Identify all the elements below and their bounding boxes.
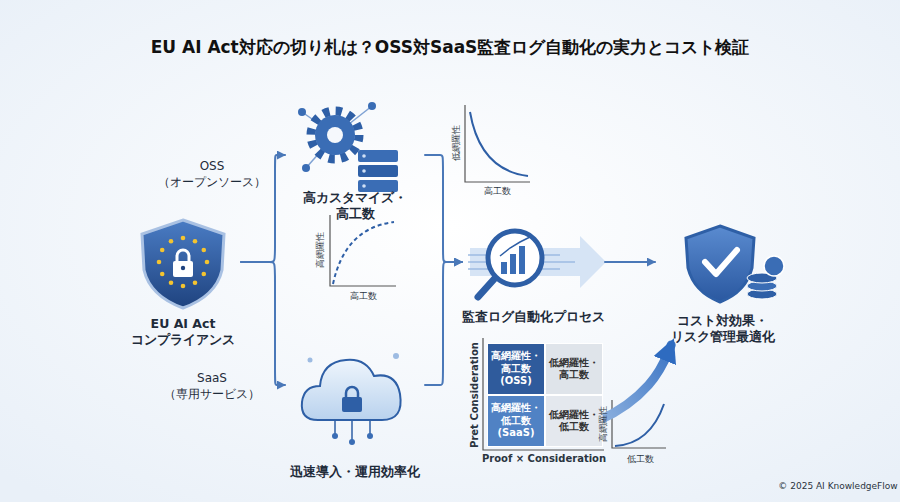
eu-stars bbox=[157, 236, 210, 289]
flow-connector bbox=[241, 155, 285, 262]
server-unit bbox=[358, 165, 398, 177]
node-text: 高カスタマイズ・高工数 bbox=[285, 190, 425, 223]
gear-teeth bbox=[311, 111, 359, 159]
matrix-cell: 低網羅性・ 低工数 bbox=[545, 395, 603, 447]
gear-body bbox=[315, 115, 355, 155]
circuit-line bbox=[334, 420, 336, 434]
star bbox=[193, 239, 198, 244]
flow-connector bbox=[605, 261, 655, 263]
node-text: 低網羅性・ 低工数 bbox=[546, 409, 602, 434]
node-text: コスト対効果・ リスク管理最適化 bbox=[655, 313, 790, 346]
star bbox=[169, 239, 174, 244]
network-dot bbox=[368, 102, 376, 110]
cloud-shape bbox=[302, 360, 401, 420]
chart-curve bbox=[615, 404, 664, 446]
circuit-line bbox=[369, 420, 371, 434]
flow-connector bbox=[425, 262, 462, 385]
circuit-dot bbox=[367, 433, 373, 439]
star bbox=[193, 281, 198, 286]
axis-label: 低網羅性 bbox=[450, 125, 463, 161]
flow-connector bbox=[241, 262, 285, 385]
deco-dot bbox=[308, 358, 313, 363]
deco-dot bbox=[393, 353, 399, 359]
padlock-shackle bbox=[177, 250, 189, 262]
node-text: 低網羅性・ 高工数 bbox=[546, 357, 602, 382]
coin-face bbox=[764, 256, 784, 276]
circuit-dot bbox=[332, 433, 338, 439]
network-dot bbox=[298, 108, 306, 116]
node-text: EU AI Act コンプライアンス bbox=[125, 316, 241, 349]
chart-axes bbox=[612, 400, 666, 448]
circuit-line bbox=[351, 420, 353, 440]
lens-bar bbox=[510, 254, 516, 274]
star bbox=[181, 236, 186, 241]
chart-axes bbox=[330, 215, 396, 286]
lens-bar bbox=[519, 246, 525, 274]
oss-node: 高カスタマイズ・高工数 bbox=[285, 100, 425, 222]
server-light bbox=[362, 154, 366, 158]
padlock-shackle bbox=[346, 387, 358, 398]
server-unit bbox=[358, 150, 398, 162]
edge-label: SaaS （専用サービス） bbox=[152, 370, 272, 402]
copyright-note: © 2025 AI KnowledgeFlow bbox=[778, 481, 897, 491]
node-text: 高網羅性・ 低工数 (SaaS) bbox=[488, 402, 544, 440]
axis-label: 高網羅性 bbox=[314, 232, 327, 268]
chart-curve bbox=[470, 112, 528, 176]
outcome-node: コスト対効果・ リスク管理最適化 bbox=[655, 222, 790, 345]
lens-bar bbox=[501, 262, 507, 274]
network-dot bbox=[302, 164, 310, 172]
star bbox=[160, 272, 165, 277]
star bbox=[181, 284, 186, 289]
star bbox=[157, 260, 162, 265]
compliance-node: EU AI Act コンプライアンス bbox=[125, 218, 241, 348]
star bbox=[202, 248, 207, 253]
circuit-dot bbox=[349, 439, 355, 445]
axis-label: Pret Consideration bbox=[469, 342, 480, 448]
node-text: 監査ログ自動化プロセス bbox=[462, 309, 605, 325]
check-mark bbox=[705, 250, 737, 274]
magnifier-lens bbox=[488, 231, 542, 285]
matrix-axes bbox=[483, 338, 604, 450]
star bbox=[205, 260, 210, 265]
matrix-cell: 低網羅性・ 高工数 bbox=[545, 343, 603, 395]
padlock-body bbox=[342, 397, 362, 412]
title-text: EU AI Act対応の切り札は？OSS対SaaS監査ログ自動化の実力とコスト検… bbox=[0, 36, 900, 59]
star bbox=[202, 272, 207, 277]
saas-node: 迅速導入・運用効率化 bbox=[285, 340, 425, 480]
gear-hub bbox=[327, 127, 343, 143]
padlock-hole bbox=[181, 266, 185, 270]
result-shield bbox=[686, 226, 754, 302]
matrix-cell: 高網羅性・ 高工数 (OSS) bbox=[487, 343, 545, 395]
chart-curve bbox=[333, 222, 394, 284]
server-light bbox=[362, 169, 366, 173]
chart-axes bbox=[465, 105, 530, 182]
axis-label: Proof × Consideration bbox=[482, 453, 606, 464]
matrix-cell: 高網羅性・ 低工数 (SaaS) bbox=[487, 395, 545, 447]
star bbox=[169, 281, 174, 286]
server-light bbox=[362, 184, 366, 188]
eu-shield bbox=[142, 220, 224, 308]
axis-label: 低工数 bbox=[627, 453, 654, 466]
axis-label: 高工数 bbox=[484, 185, 511, 198]
star bbox=[160, 248, 165, 253]
lens-trend bbox=[500, 236, 532, 256]
axis-label: 高網羅性 bbox=[597, 406, 610, 442]
node-text: 高網羅性・ 高工数 (OSS) bbox=[488, 350, 544, 388]
magnifier-handle bbox=[478, 277, 496, 297]
axis-label: 高工数 bbox=[350, 290, 377, 303]
edge-label: OSS （オープンソース） bbox=[152, 158, 272, 190]
flow-connector bbox=[425, 155, 462, 262]
process-node: 監査ログ自動化プロセス bbox=[462, 222, 605, 325]
node-text: 迅速導入・運用効率化 bbox=[290, 464, 420, 480]
padlock-body bbox=[173, 261, 193, 277]
